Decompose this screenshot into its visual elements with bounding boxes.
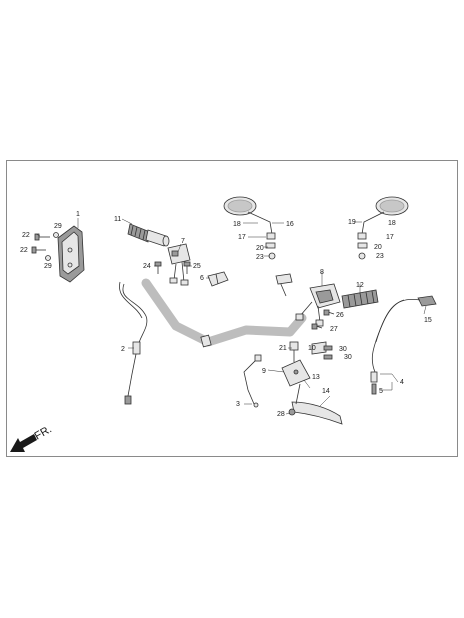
callout-2: 2 xyxy=(121,346,125,353)
callout-5: 5 xyxy=(379,388,383,395)
callout-27: 27 xyxy=(330,326,338,333)
throttle-housing xyxy=(275,273,341,327)
clutch-cable xyxy=(119,281,148,405)
right-grip xyxy=(341,289,379,309)
callout-7: 7 xyxy=(181,238,185,245)
callout-30: 30 xyxy=(344,354,352,361)
callout-22: 22 xyxy=(20,247,28,254)
callout-18: 18 xyxy=(233,221,241,228)
lever-assembly xyxy=(281,359,343,425)
callout-17: 17 xyxy=(386,234,394,241)
diagram-frame xyxy=(6,160,458,457)
left-switch xyxy=(167,243,191,286)
hand-guard xyxy=(57,225,85,283)
callout-20: 20 xyxy=(374,244,382,251)
callout-22: 22 xyxy=(22,232,30,239)
holder-left xyxy=(207,271,229,287)
callout-24: 24 xyxy=(143,263,151,270)
callout-6: 6 xyxy=(200,275,204,282)
callout-8: 8 xyxy=(320,269,324,276)
leader-lines xyxy=(35,218,427,415)
callout-19: 19 xyxy=(348,219,356,226)
handlebar xyxy=(141,278,307,348)
callout-11: 11 xyxy=(114,216,121,223)
callout-18: 18 xyxy=(388,220,396,227)
front-direction-label: FR. xyxy=(33,423,54,442)
switch-screws xyxy=(154,261,191,274)
callout-14: 14 xyxy=(322,388,330,395)
callout-30: 30 xyxy=(339,346,347,353)
callout-23: 23 xyxy=(376,253,384,260)
front-direction-arrow: FR. xyxy=(10,423,54,452)
callout-4: 4 xyxy=(400,379,404,386)
callout-labels: 1 22 29 22 29 11 7 24 25 6 18 16 17 20 2… xyxy=(20,211,432,418)
callout-29: 29 xyxy=(54,223,62,230)
left-mirror xyxy=(223,196,276,260)
bracket-parts xyxy=(289,341,333,362)
callout-21: 21 xyxy=(279,345,287,352)
callout-23: 23 xyxy=(256,254,264,261)
rod-3 xyxy=(243,354,262,408)
throttle-cable xyxy=(370,295,437,395)
screws-26-27 xyxy=(311,309,335,330)
callout-13: 13 xyxy=(312,374,320,381)
callout-12: 12 xyxy=(356,282,364,289)
callout-17: 17 xyxy=(238,234,246,241)
guard-bolts xyxy=(31,232,59,261)
callout-15: 15 xyxy=(424,317,432,324)
callout-10: 10 xyxy=(308,345,316,352)
callout-25: 25 xyxy=(193,263,201,270)
callout-9: 9 xyxy=(262,368,266,375)
callout-20: 20 xyxy=(256,245,264,252)
callout-26: 26 xyxy=(336,312,344,319)
callout-29: 29 xyxy=(44,263,52,270)
callout-28: 28 xyxy=(277,411,285,418)
left-grip xyxy=(127,223,170,247)
callout-1: 1 xyxy=(76,211,80,218)
callout-16: 16 xyxy=(286,221,294,228)
right-mirror xyxy=(357,196,409,260)
callout-3: 3 xyxy=(236,401,240,408)
